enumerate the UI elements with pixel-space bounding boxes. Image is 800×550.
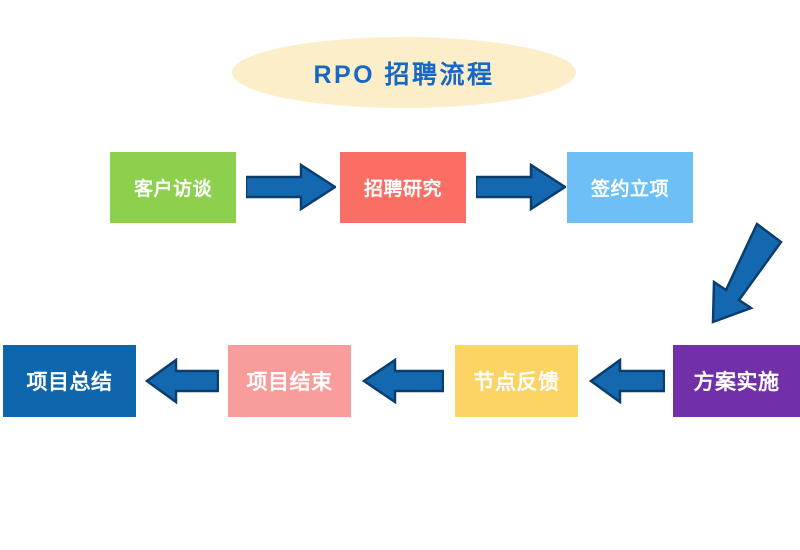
node-label-sign-contract: 签约立项 bbox=[590, 179, 669, 200]
node-label-project-end: 项目结束 bbox=[246, 371, 333, 394]
process-node-project-end[interactable]: 项目结束 bbox=[228, 345, 351, 417]
diagram-title: RPO 招聘流程 bbox=[313, 60, 495, 89]
process-node-customer-interview[interactable]: 客户访谈 bbox=[110, 152, 236, 223]
process-node-node-feedback[interactable]: 节点反馈 bbox=[455, 345, 578, 417]
node-label-customer-interview: 客户访谈 bbox=[133, 179, 212, 200]
process-node-plan-implementation[interactable]: 方案实施 bbox=[673, 345, 800, 417]
process-node-project-summary[interactable]: 项目总结 bbox=[3, 345, 136, 417]
node-label-plan-implementation: 方案实施 bbox=[693, 371, 780, 394]
process-node-recruitment-research[interactable]: 招聘研究 bbox=[340, 152, 466, 223]
arrow-right-customer-interview-to-recruitment-research bbox=[246, 163, 336, 211]
process-node-sign-contract[interactable]: 签约立项 bbox=[567, 152, 693, 223]
arrow-left-project-end-to-project-summary bbox=[145, 358, 219, 404]
arrow-left-plan-implementation-to-node-feedback bbox=[589, 358, 665, 404]
title-ellipse-shape bbox=[232, 37, 576, 108]
arrow-left-node-feedback-to-project-end bbox=[362, 358, 444, 404]
arrow-diagonal-sign-contract-to-plan-implementation bbox=[705, 222, 785, 328]
node-label-node-feedback: 节点反馈 bbox=[473, 371, 560, 394]
arrow-right-recruitment-research-to-sign-contract bbox=[476, 163, 566, 211]
node-label-project-summary: 项目总结 bbox=[26, 371, 113, 394]
node-label-recruitment-research: 招聘研究 bbox=[363, 179, 442, 200]
